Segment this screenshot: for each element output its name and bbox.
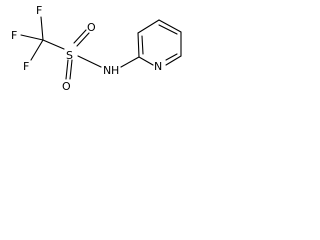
atom-nh-h: H bbox=[111, 64, 119, 77]
atom-o-top: O bbox=[87, 21, 96, 34]
bond-c2-c3 bbox=[137, 32, 140, 58]
atom-f-top: F bbox=[36, 4, 42, 17]
bonds bbox=[20, 16, 182, 80]
bond-n-ring-c2 bbox=[138, 56, 154, 66]
bond-c6-n-ring bbox=[165, 55, 182, 66]
bond-c3-c4 bbox=[137, 19, 160, 34]
atom-labels: F F F O S O N H N bbox=[11, 4, 162, 93]
bond-inner-c2-c3 bbox=[141, 35, 144, 55]
atom-f-left: F bbox=[11, 29, 17, 42]
bond-c-s bbox=[42, 39, 65, 50]
bond-s-o-top-b bbox=[76, 32, 90, 47]
bond-inner-c6-n bbox=[165, 53, 178, 61]
atom-f-bottom: F bbox=[23, 60, 29, 73]
bond-s-o-bottom-a bbox=[65, 59, 69, 80]
bond-c-f-left bbox=[20, 34, 44, 41]
bond-c-f-top bbox=[40, 16, 44, 41]
bond-c4-c5 bbox=[158, 19, 182, 33]
bond-s-o-top-a bbox=[73, 29, 87, 44]
bond-n-c2 bbox=[120, 56, 140, 68]
atom-o-bottom: O bbox=[62, 80, 71, 93]
atom-s: S bbox=[66, 49, 73, 62]
atom-nh-n: N bbox=[103, 64, 111, 77]
bond-inner-c4-c5 bbox=[158, 24, 178, 35]
bond-c-f-bottom bbox=[30, 39, 44, 61]
chemical-structure: F F F O S O N H N bbox=[11, 4, 182, 93]
atom-n-ring: N bbox=[154, 60, 162, 73]
bond-s-o-bottom-b bbox=[69, 59, 73, 80]
bond-s-n bbox=[77, 55, 102, 68]
